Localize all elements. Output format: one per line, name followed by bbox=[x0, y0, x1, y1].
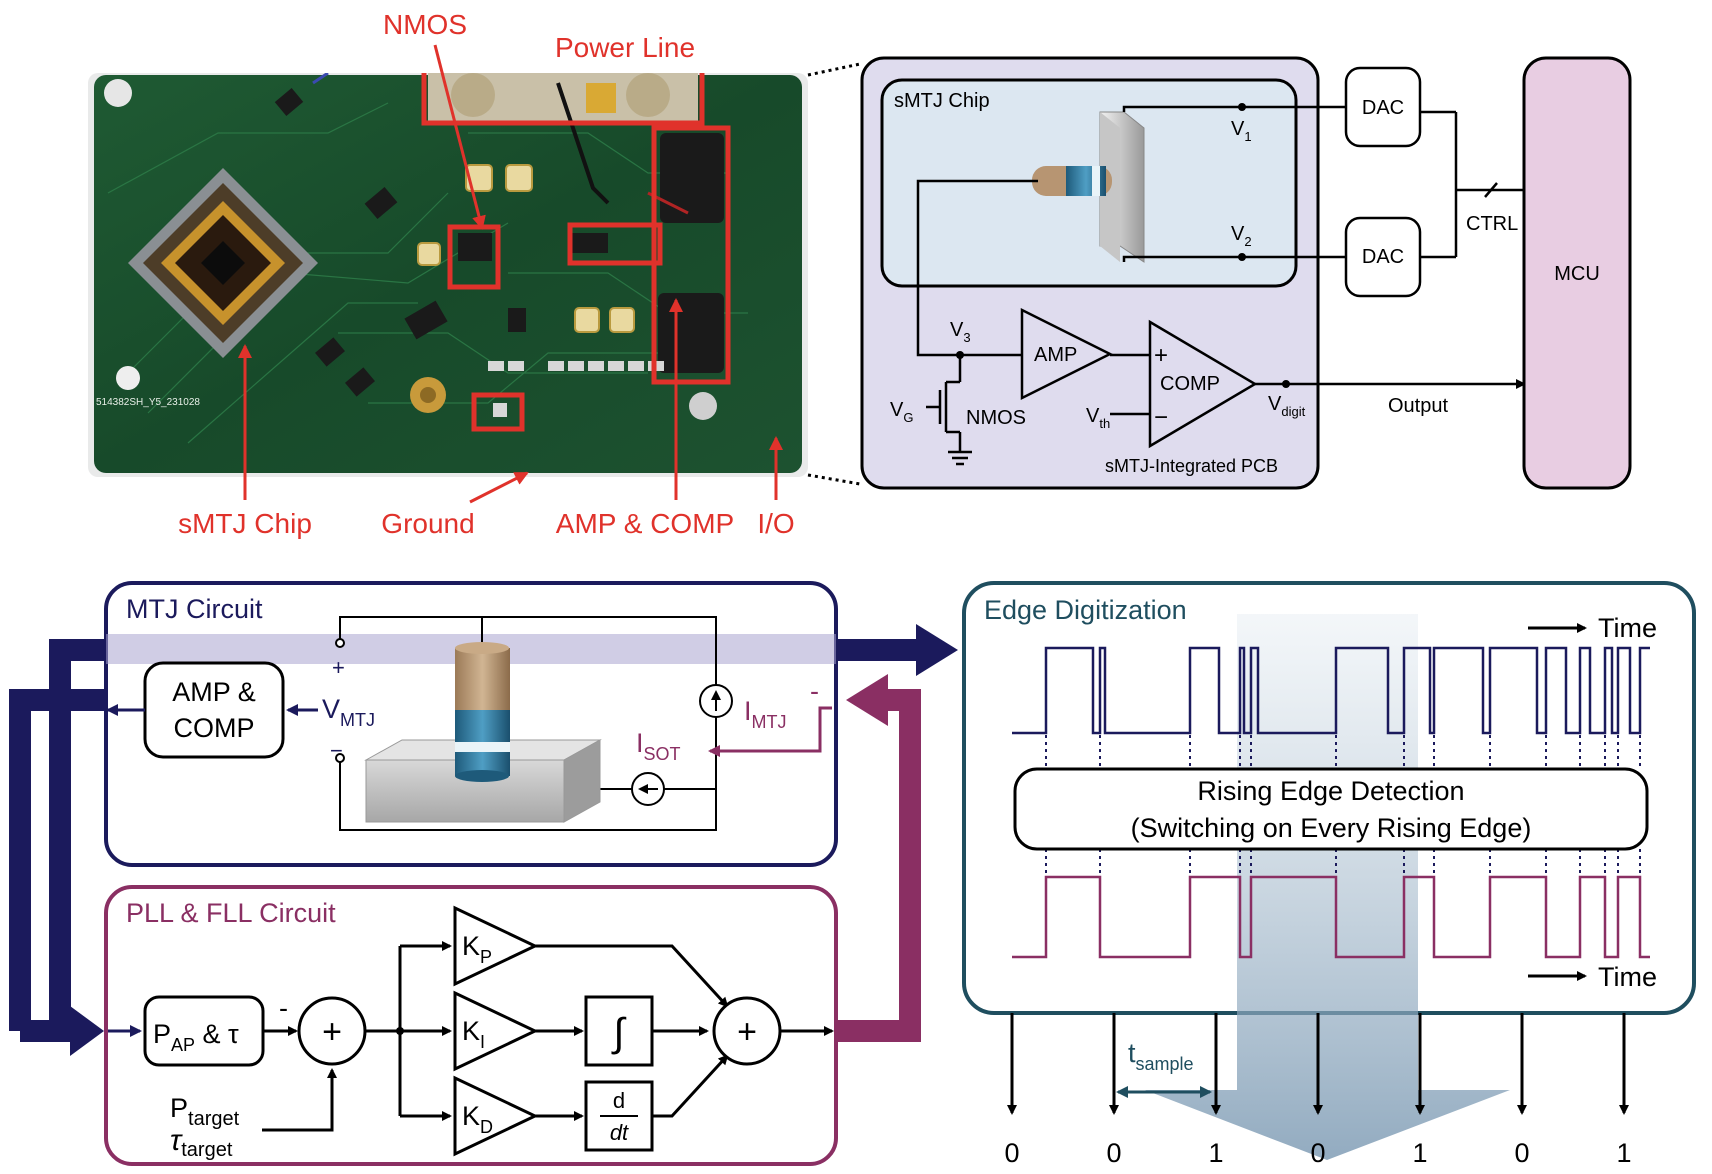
imtj-minus: - bbox=[810, 676, 819, 706]
nmos-symbol bbox=[926, 380, 972, 466]
maroon-waveform bbox=[1012, 875, 1650, 959]
amp-label: AMP bbox=[1034, 344, 1077, 366]
output-label: Output bbox=[1388, 395, 1448, 417]
amp-comp-line2: COMP bbox=[174, 713, 255, 743]
sum-node-1-plus: + bbox=[322, 1013, 342, 1051]
board-id-text: 514382SH_Y5_231028 bbox=[96, 397, 200, 408]
kp-label: KP bbox=[462, 931, 492, 967]
bit-label: 0 bbox=[1310, 1138, 1325, 1168]
rising-edge-detection-box bbox=[1013, 767, 1649, 851]
mtj-minus: − bbox=[330, 738, 343, 763]
comp-triangle bbox=[1148, 319, 1258, 449]
v2-label: V2 bbox=[1231, 223, 1252, 249]
label-amp-comp: AMP & COMP bbox=[556, 508, 734, 539]
vdigit-label: Vdigit bbox=[1268, 393, 1306, 419]
dac-bottom-box bbox=[1344, 216, 1422, 298]
mtj-pillar-icon bbox=[455, 642, 510, 782]
nmos-schematic-label: NMOS bbox=[966, 407, 1026, 429]
bit-label: 1 bbox=[1412, 1138, 1427, 1168]
power-line-highlight bbox=[421, 73, 705, 126]
time-label-bottom: Time bbox=[1598, 962, 1657, 992]
mtj-circuit-title: MTJ Circuit bbox=[126, 594, 263, 624]
vth-label: Vth bbox=[1086, 405, 1110, 431]
bit-labels: 0 0 1 0 1 0 1 bbox=[1004, 1138, 1631, 1168]
mtj-circuit-panel: MTJ Circuit + − bbox=[104, 581, 838, 867]
kd-gain bbox=[453, 1075, 539, 1157]
sum-minus: - bbox=[279, 993, 288, 1023]
detect-line2: (Switching on Every Rising Edge) bbox=[1131, 813, 1532, 843]
mtj-device-icon bbox=[1032, 111, 1145, 263]
bit-label: 0 bbox=[1106, 1138, 1121, 1168]
dac-bottom-label: DAC bbox=[1362, 246, 1404, 268]
ground-highlight bbox=[471, 392, 525, 432]
isot-label: ISOT bbox=[636, 728, 681, 764]
navy-waveform bbox=[1012, 646, 1650, 735]
bit-label: 0 bbox=[1004, 1138, 1019, 1168]
pll-fll-title: PLL & FLL Circuit bbox=[126, 898, 336, 928]
mcu-box bbox=[1522, 56, 1632, 490]
sample-window-arrow bbox=[1145, 614, 1510, 1160]
sum-node-2-plus: + bbox=[737, 1013, 757, 1051]
ki-label: KI bbox=[462, 1016, 485, 1052]
navy-feedback-left bbox=[49, 639, 106, 1031]
screw-hole bbox=[116, 366, 140, 390]
edge-digitization-title: Edge Digitization bbox=[984, 595, 1187, 625]
io-highlight bbox=[651, 125, 731, 385]
label-io: I/O bbox=[757, 508, 794, 539]
sum-node-2 bbox=[712, 996, 782, 1066]
label-ground: Ground bbox=[381, 508, 474, 539]
pap-tau-label: PAP & τ bbox=[153, 1019, 239, 1055]
pcb-label: sMTJ-Integrated PCB bbox=[1105, 456, 1278, 476]
bit-label: 1 bbox=[1616, 1138, 1631, 1168]
screw-hole bbox=[104, 79, 132, 107]
ctrl-label: CTRL bbox=[1466, 213, 1518, 235]
comp-minus: − bbox=[1154, 404, 1168, 431]
dac-top-box bbox=[1344, 66, 1422, 148]
amp-comp-line1: AMP & bbox=[172, 677, 256, 707]
tsample-label: tsample bbox=[1128, 1038, 1194, 1074]
vmtj-label: VMTJ bbox=[322, 694, 375, 730]
imtj-label: IMTJ bbox=[744, 696, 787, 732]
bit-label: 1 bbox=[1208, 1138, 1223, 1168]
pcb-photo-drawing: 514382SH_Y5_231028 bbox=[88, 73, 808, 477]
label-nmos: NMOS bbox=[383, 9, 467, 40]
mcu-label: MCU bbox=[1554, 263, 1600, 285]
vg-label: VG bbox=[890, 399, 913, 425]
kp-gain bbox=[453, 905, 539, 987]
maroon-feedback bbox=[836, 689, 921, 1042]
pll-fll-panel: PLL & FLL Circuit PAP & τ - + Ptarget τt… bbox=[104, 885, 838, 1166]
pcb-photo: 514382SH_Y5_231028 bbox=[88, 73, 808, 477]
amp-comp-highlight bbox=[567, 222, 663, 266]
label-power-line: Power Line bbox=[555, 32, 695, 63]
integrator-box bbox=[584, 995, 654, 1067]
dac-top-label: DAC bbox=[1362, 97, 1404, 119]
integrator-symbol: ∫ bbox=[612, 1011, 628, 1055]
mtj-plus: + bbox=[332, 655, 345, 680]
comp-plus: + bbox=[1154, 342, 1168, 369]
sample-arrows bbox=[1007, 1013, 1629, 1115]
smtj-chip-title: sMTJ Chip bbox=[894, 90, 990, 112]
bit-label: 0 bbox=[1514, 1138, 1529, 1168]
screw-hole bbox=[689, 392, 717, 420]
ki-gain bbox=[453, 990, 539, 1072]
tautarget-label: τtarget bbox=[170, 1124, 233, 1161]
pcb-schematic: sMTJ Chip bbox=[860, 56, 1632, 490]
derivative-num: d bbox=[613, 1088, 625, 1113]
detect-line1: Rising Edge Detection bbox=[1197, 776, 1464, 806]
kd-label: KD bbox=[462, 1101, 493, 1137]
v3-label: V3 bbox=[950, 319, 971, 345]
label-smtj-chip: sMTJ Chip bbox=[178, 508, 312, 539]
smtj-chip-socket bbox=[128, 168, 318, 358]
time-label-top: Time bbox=[1598, 613, 1657, 643]
edge-digitization-panel: Edge Digitization Time Rising Edge Detec… bbox=[962, 581, 1696, 1168]
derivative-den: dt bbox=[610, 1120, 629, 1145]
ptarget-label: Ptarget bbox=[170, 1093, 240, 1130]
comp-label: COMP bbox=[1160, 373, 1220, 395]
v1-label: V1 bbox=[1231, 118, 1252, 144]
rising-edge-dashes bbox=[1045, 735, 1641, 877]
amp-triangle bbox=[1020, 307, 1113, 401]
